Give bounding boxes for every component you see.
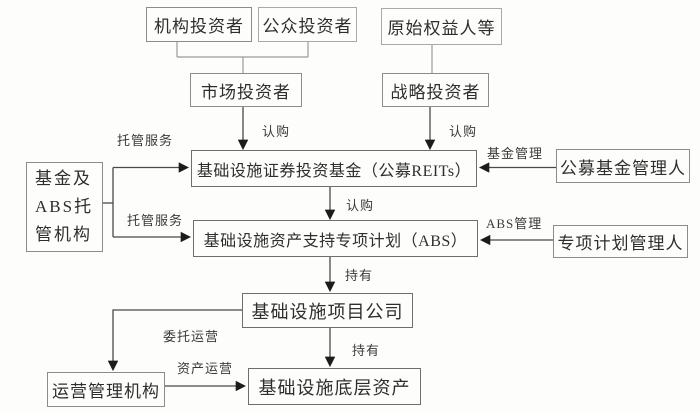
node-reits-fund: 基础设施证券投资基金（公募REITs）	[191, 150, 477, 187]
edge-label-subscribe-reits-abs: 认购	[346, 198, 375, 213]
edge-label-subscribe-strategic: 认购	[449, 124, 478, 139]
node-operation-manager: 运营管理机构	[47, 372, 165, 407]
edge-label-hold-project: 持有	[345, 268, 374, 283]
edge-label-custody-service-reits: 托管服务	[117, 133, 174, 148]
node-special-plan-manager: 专项计划管理人	[553, 225, 688, 258]
node-strategic-investor: 战略投资者	[382, 73, 489, 107]
edge-label-hold-assets: 持有	[352, 343, 381, 358]
node-public-fund-manager: 公募基金管理人	[556, 149, 690, 183]
edge-label-asset-operation: 资产运营	[177, 361, 234, 376]
edge-label-custody-service-abs: 托管服务	[127, 213, 184, 228]
custodian-line-3: 管机构	[35, 225, 92, 244]
node-project-company: 基础设施项目公司	[242, 293, 413, 328]
node-public-investor: 公众投资者	[258, 7, 357, 42]
edge-label-entrusted-operation: 委托运营	[163, 329, 220, 344]
node-market-investor: 市场投资者	[190, 73, 302, 107]
node-underlying-assets: 基础设施底层资产	[248, 368, 421, 405]
edge-label-subscribe-market: 认购	[262, 124, 291, 139]
node-original-equity-holder: 原始权益人等	[381, 8, 502, 45]
custodian-line-2: ABS托	[35, 197, 94, 216]
edge-label-abs-management: ABS管理	[486, 216, 543, 231]
custodian-line-1: 基金及	[35, 169, 92, 188]
edge-label-fund-management: 基金管理	[487, 146, 544, 161]
node-abs-plan: 基础设施资产支持专项计划（ABS）	[193, 220, 478, 257]
node-institutional-investor: 机构投资者	[146, 7, 252, 42]
node-custodian: 基金及 ABS托 管机构	[26, 162, 103, 252]
